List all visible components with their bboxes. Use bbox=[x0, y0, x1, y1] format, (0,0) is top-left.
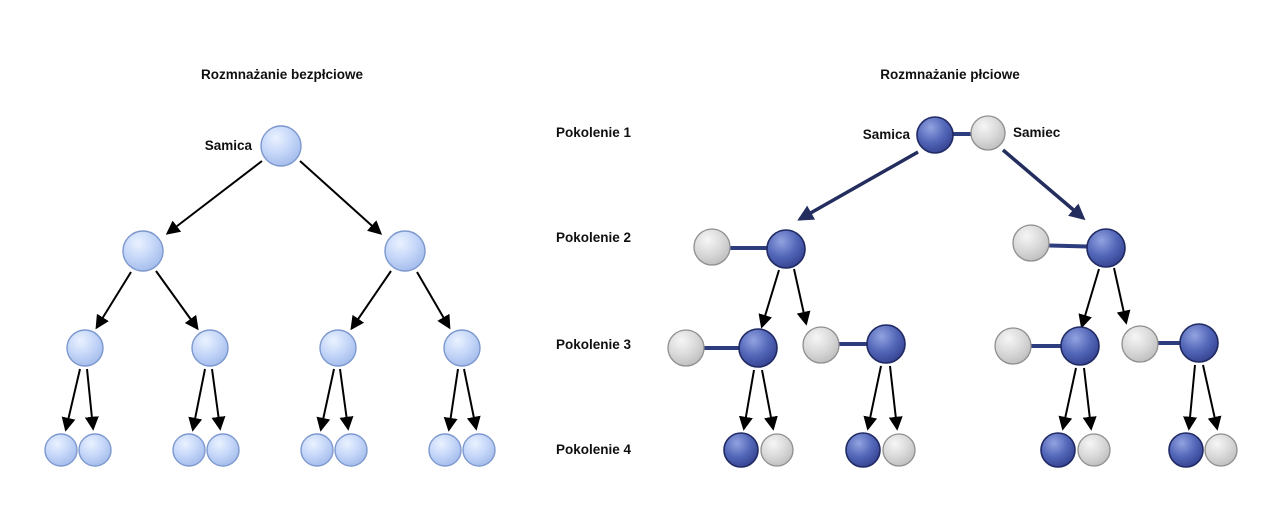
sexual-female-node-gen4 bbox=[723, 432, 759, 468]
descent-arrow bbox=[1058, 367, 1077, 431]
sexual-female-node-gen3 bbox=[1179, 323, 1219, 363]
sexual-female-node-gen3 bbox=[1060, 326, 1100, 366]
descent-arrow bbox=[416, 271, 451, 330]
descent-arrow bbox=[155, 270, 199, 331]
sexual-female-label: Samica bbox=[863, 127, 911, 142]
sexual-female-node-gen2 bbox=[766, 229, 806, 269]
asexual-female-node-gen4 bbox=[78, 433, 112, 467]
asexual-female-node-gen4 bbox=[300, 433, 334, 467]
asexual-nodes bbox=[44, 125, 496, 467]
asexual-female-node-gen3 bbox=[66, 329, 104, 367]
descent-arrow bbox=[165, 160, 263, 235]
asexual-female-node-gen4 bbox=[172, 433, 206, 467]
descent-arrow bbox=[188, 368, 206, 432]
asexual-female-label: Samica bbox=[205, 138, 253, 153]
asexual-female-node-gen4 bbox=[334, 433, 368, 467]
descent-arrow bbox=[739, 369, 755, 431]
sexual-male-node-gen4 bbox=[882, 433, 916, 467]
asexual-female-node-gen2 bbox=[122, 230, 164, 272]
descent-arrow bbox=[793, 268, 811, 326]
descent-arrow bbox=[758, 269, 780, 329]
sexual-male-node-gen2 bbox=[693, 228, 731, 266]
generation-label-1: Pokolenie 1 bbox=[556, 125, 632, 140]
sexual-female-node-gen4 bbox=[1040, 432, 1076, 468]
asexual-female-node-gen4 bbox=[462, 433, 496, 467]
sexual-male-node-gen3 bbox=[667, 329, 705, 367]
descent-arrow-bold bbox=[797, 150, 919, 221]
descent-arrow bbox=[339, 368, 354, 431]
generation-label-2: Pokolenie 2 bbox=[556, 230, 631, 245]
asexual-female-node-gen3 bbox=[319, 329, 357, 367]
asexual-title: Rozmnażanie bezpłciowe bbox=[201, 67, 364, 82]
sexual-female-node-gen4 bbox=[845, 432, 881, 468]
asexual-female-node-gen1 bbox=[260, 125, 302, 167]
descent-arrow bbox=[888, 365, 903, 431]
asexual-tree: Rozmnażanie bezpłciowe Samica bbox=[44, 67, 496, 467]
sexual-male-node-gen4 bbox=[760, 433, 794, 467]
descent-arrow bbox=[761, 369, 778, 431]
sexual-tree: Rozmnażanie płciowe Samica Samiec bbox=[667, 67, 1238, 468]
asexual-descent-arrows bbox=[61, 160, 481, 432]
asexual-female-node-gen4 bbox=[206, 433, 240, 467]
asexual-female-node-gen2 bbox=[384, 230, 426, 272]
descent-arrow bbox=[61, 368, 81, 432]
descent-arrow bbox=[1082, 367, 1097, 431]
asexual-female-node-gen4 bbox=[44, 433, 78, 467]
asexual-female-node-gen3 bbox=[443, 329, 481, 367]
sexual-descent-arrows bbox=[739, 148, 1222, 431]
descent-arrow bbox=[463, 368, 481, 431]
sexual-female-node-gen4 bbox=[1168, 432, 1204, 468]
descent-arrow bbox=[350, 270, 392, 331]
descent-arrow bbox=[1113, 267, 1131, 325]
descent-arrow bbox=[1078, 268, 1100, 329]
descent-arrow bbox=[863, 365, 882, 431]
descent-arrow-bold bbox=[1001, 148, 1086, 221]
descent-arrow bbox=[84, 368, 99, 431]
descent-arrow bbox=[1183, 364, 1198, 431]
sexual-nodes bbox=[667, 115, 1238, 468]
sexual-male-node-gen4 bbox=[1077, 433, 1111, 467]
sexual-male-node-gen3 bbox=[802, 326, 840, 364]
descent-arrow bbox=[95, 271, 132, 330]
generation-label-4: Pokolenie 4 bbox=[556, 442, 632, 457]
descent-arrow bbox=[443, 368, 459, 432]
sexual-male-label: Samiec bbox=[1013, 125, 1061, 140]
asexual-female-node-gen4 bbox=[428, 433, 462, 467]
sexual-title: Rozmnażanie płciowe bbox=[880, 67, 1020, 82]
generation-labels: Pokolenie 1 Pokolenie 2 Pokolenie 3 Poko… bbox=[556, 125, 632, 457]
sexual-male-node-gen1 bbox=[970, 115, 1006, 151]
descent-arrow bbox=[1202, 364, 1222, 431]
asexual-female-node-gen3 bbox=[191, 329, 229, 367]
sexual-female-node-gen3 bbox=[866, 324, 906, 364]
descent-arrow bbox=[211, 368, 226, 431]
sexual-female-node-gen1 bbox=[916, 116, 954, 154]
sexual-female-node-gen2 bbox=[1086, 228, 1126, 268]
descent-arrow bbox=[316, 368, 335, 432]
sexual-female-node-gen3 bbox=[738, 328, 778, 368]
sexual-male-node-gen3 bbox=[994, 327, 1032, 365]
sexual-male-node-gen2 bbox=[1012, 224, 1050, 262]
sexual-male-node-gen3 bbox=[1121, 325, 1159, 363]
descent-arrow bbox=[299, 160, 383, 235]
sexual-male-node-gen4 bbox=[1204, 433, 1238, 467]
generation-label-3: Pokolenie 3 bbox=[556, 337, 632, 352]
